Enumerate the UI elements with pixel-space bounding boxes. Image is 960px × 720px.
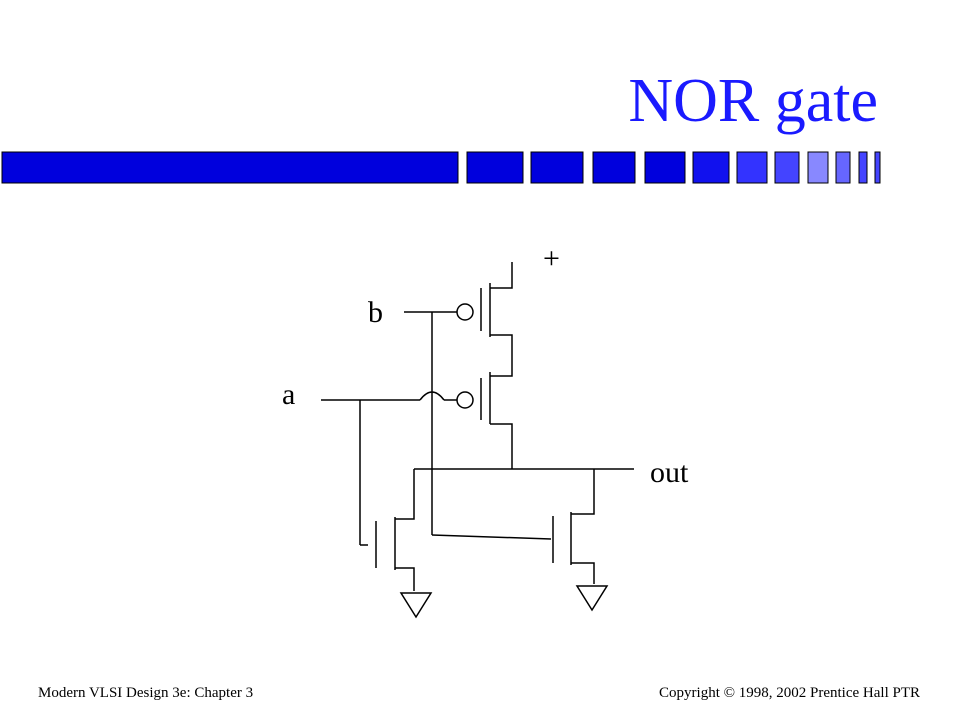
input-a-label: a [282, 378, 296, 411]
pmos-b-drain-wire [490, 262, 513, 289]
pmos-b-bubble [456, 303, 474, 321]
title-underline-bar [1, 151, 881, 184]
pmos-a-bubble [456, 391, 474, 409]
input-b-to-nmos-b-wire [431, 534, 552, 540]
nmos-a-drain-wire [395, 469, 415, 520]
footer-copyright: Copyright © 1998, 2002 Prentice Hall PTR [659, 685, 920, 701]
nmos-a-source-wire [395, 567, 415, 591]
footer-chapter: Modern VLSI Design 3e: Chapter 3 [38, 685, 254, 701]
ground-icon [575, 585, 609, 612]
nmos-b-drain-wire [571, 469, 595, 515]
input-b-label: b [368, 296, 383, 329]
pmos-output-wire [490, 423, 513, 469]
pmos-series-wire [490, 334, 513, 377]
ground-icon [399, 592, 433, 619]
vdd-label: + [543, 242, 560, 275]
nmos-b-source-wire [571, 562, 595, 584]
input-a-crossover [419, 391, 445, 401]
output-label: out [650, 456, 689, 489]
slide-title: NOR gate [628, 67, 878, 135]
